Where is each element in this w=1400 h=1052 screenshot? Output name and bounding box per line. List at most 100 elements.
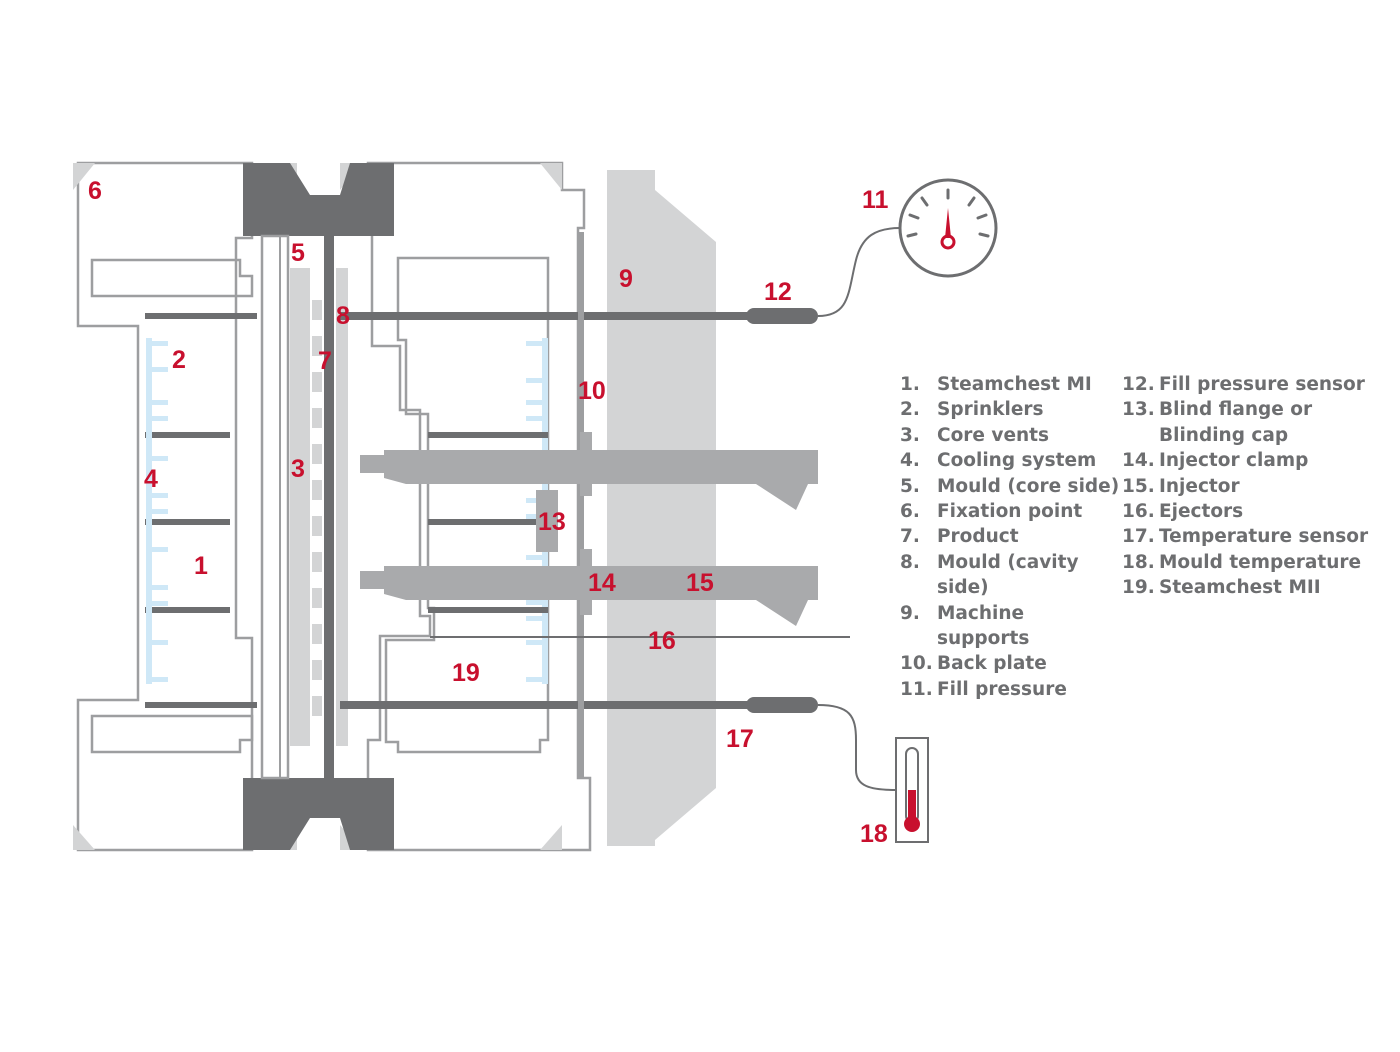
callout-3: 3 [291,455,305,483]
legend-item-text: Cooling system [937,450,1097,472]
legend-item: 14.Injector clamp [1122,448,1372,473]
legend-item-text: Product [937,526,1019,548]
callout-1: 1 [194,552,208,580]
temperature-cable [817,704,897,791]
legend-item-number: 7. [900,526,920,548]
steamchest-mii-inner [384,256,550,754]
legend-item: 16.Ejectors [1122,499,1372,524]
blind-flange [536,490,558,552]
fill-pressure-cable [817,227,901,317]
steamchest-mii-struts [428,432,548,613]
callout-2: 2 [172,346,186,374]
legend-item-text: Mould (core side) [937,475,1120,497]
product [290,268,310,746]
core-plate [260,234,290,780]
legend-item: 6.Fixation point [900,499,1120,524]
legend-item: 4. Cooling system [900,448,1120,473]
mould-core-side [243,163,394,850]
legend-item-number: 13. [1122,399,1155,421]
legend-item-text: Mould temperature [1159,551,1362,573]
steamchest-mii-outline [366,161,592,852]
legend-item-text: Injector [1159,475,1240,497]
callout-18: 18 [860,820,888,848]
legend-item-text: Fill pressure sensor [1159,374,1365,395]
legend-item-text: Temperature sensor [1159,526,1369,548]
temperature-rod [340,701,750,709]
steamchest-mi-struts [145,313,257,708]
legend-item-number: 9. [900,602,920,624]
legend-item: 19.Steamchest MII [1122,575,1372,600]
callout-10: 10 [578,377,606,405]
legend-item-number: 15. [1122,475,1155,497]
callout-19: 19 [452,659,480,687]
legend-item: 10.Back plate [900,651,1120,676]
steamchest-mi-outline [76,161,254,852]
legend-item-number: 5. [900,475,920,497]
legend-item: 8. Mould (cavity side) [900,550,1120,601]
pressure-gauge-icon [898,178,998,278]
legend-item: 2. Sprinklers [900,397,1120,422]
legend-item-number: 3. [900,424,920,446]
core-vents [312,268,348,746]
legend-item-number: 14. [1122,450,1155,472]
legend-item-text: Ejectors [1159,501,1244,523]
legend-item-text: Back plate [937,653,1047,675]
legend-item-text: Fill pressure [937,678,1067,700]
legend-item: 18.Mould temperature [1122,550,1372,575]
legend-item-text: Machine supports [937,602,1030,650]
legend-item-number: 17. [1122,526,1155,548]
legend-item: 13.Blind flange or Blinding cap [1122,397,1372,448]
temperature-sensor [746,697,818,713]
legend-item-number: 1. [900,374,920,395]
legend-item: 1. Steamchest MI [900,372,1120,397]
legend-item: 5. Mould (core side) [900,474,1120,499]
core-plate-inner [279,235,289,779]
fill-pressure-sensor [746,308,818,324]
legend-item-text: Sprinklers [937,399,1044,421]
callout-5: 5 [291,239,305,267]
callout-17: 17 [726,725,754,753]
callout-8: 8 [336,302,350,330]
legend-item-number: 18. [1122,551,1155,573]
legend-item-text: Mould (cavity side) [937,551,1079,599]
mould-cavity-side [324,236,334,778]
callout-6: 6 [88,177,102,205]
legend-item-text: Core vents [937,424,1050,446]
cooling-system-left [146,338,168,684]
legend-item: 3. Core vents [900,423,1120,448]
legend-item-text: Steamchest MII [1159,577,1321,599]
legend-item: 11.Fill pressure [900,677,1120,702]
injectors [360,450,818,626]
callout-11: 11 [862,186,889,214]
legend-item-text: Steamchest MI [937,374,1092,395]
legend-item-number: 19. [1122,577,1155,599]
legend-item-text: Injector clamp [1159,450,1309,472]
thermometer-icon [895,737,929,843]
legend-item-number: 12. [1122,374,1155,395]
legend-item-number: 6. [900,501,920,523]
machine-supports [607,170,716,846]
legend-item-number: 11. [900,678,933,700]
legend-item-number: 10. [900,653,933,675]
callout-4: 4 [144,465,158,493]
callout-15: 15 [686,569,714,597]
fill-pressure-rod [340,312,750,320]
legend-item: 9. Machine supports [900,601,1120,652]
legend-item-number: 8. [900,551,920,573]
legend-item: 15.Injector [1122,474,1372,499]
callout-16: 16 [648,627,676,655]
back-plate [578,232,584,778]
steamchest-mi-inner-top [90,258,254,298]
legend-item-number: 16. [1122,501,1155,523]
legend-item: 12.Fill pressure sensor [1122,372,1372,397]
callout-14: 14 [588,569,616,597]
callout-7: 7 [318,347,332,375]
legend-item-number: 4. [900,450,920,472]
legend-item: 7. Product [900,524,1120,549]
legend-item-number: 2. [900,399,920,421]
callout-12: 12 [764,278,792,306]
